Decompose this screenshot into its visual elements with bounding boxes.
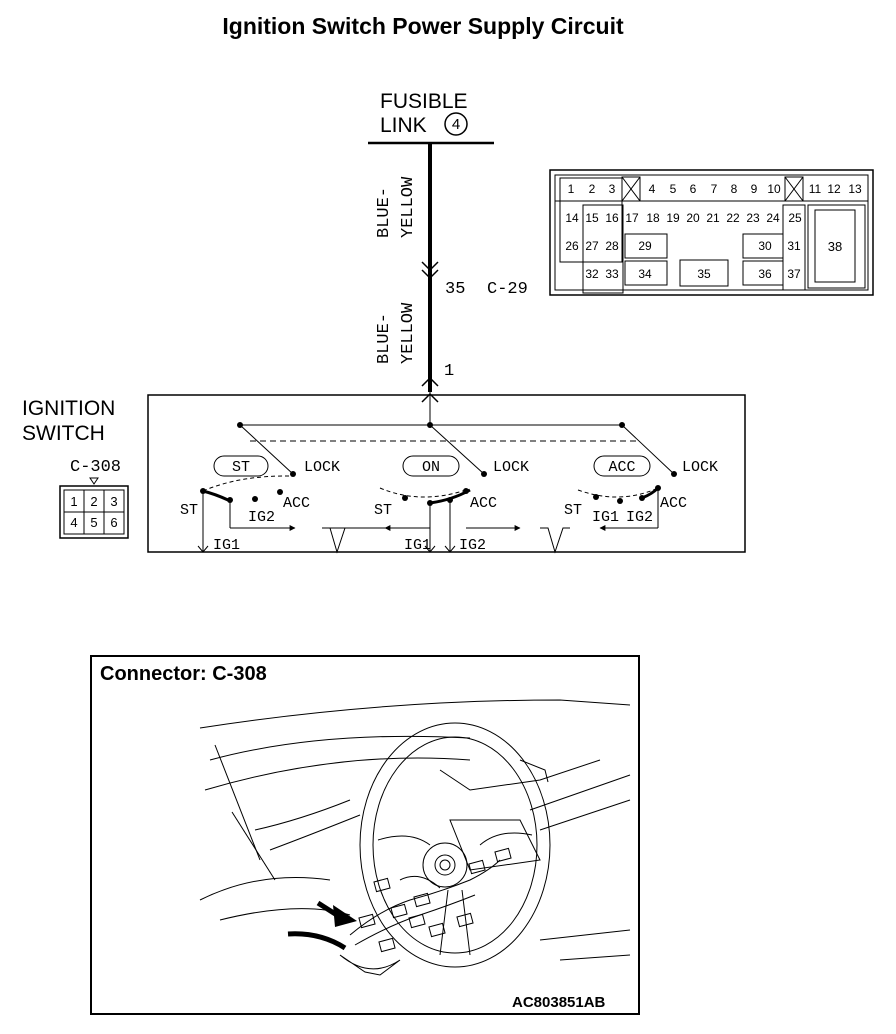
pin-number: 11 [809,182,822,196]
pin-number: 18 [646,211,660,225]
pin-number: 30 [758,239,772,253]
page-title: Ignition Switch Power Supply Circuit [222,13,624,39]
pin-number: 31 [787,239,801,253]
wire-color-lower: BLUE- [375,313,394,364]
pin-number: 15 [585,211,599,225]
svg-text:YELLOW: YELLOW [399,176,418,238]
pin-number: 7 [711,182,718,196]
pin-number: 36 [758,267,772,281]
pin-number: 33 [605,267,619,281]
pin-number: 1 [70,494,77,509]
svg-text:IG1: IG1 [404,537,431,554]
pin-number: 14 [565,211,579,225]
pin-number: 3 [609,182,616,196]
pin-number: 29 [638,239,652,253]
pin-number: 38 [828,239,842,254]
ignition-switch-box [147,394,746,553]
pin-number: 5 [90,515,97,530]
switch-position-acc: ACC LOCK ACC ST IG1 IG2 [564,424,718,531]
c308-connector-label: C-308 [70,458,121,477]
main-wire [421,143,439,428]
fusible-link-number: 4 [452,116,460,133]
c29-pin-label: 35 [445,280,465,299]
pin-number: 2 [90,494,97,509]
svg-text:ST: ST [564,502,582,519]
pin-number: 24 [766,211,780,225]
pin-number: 35 [697,267,711,281]
switch-position-on: ON LOCK ACC ST IG1 IG2 [330,424,529,554]
pin-number: 20 [686,211,700,225]
svg-text:IG2: IG2 [626,509,653,526]
c29-connector-face [549,169,874,296]
connector-location-panel: Connector: C-308 AC803851AB [90,655,640,1015]
ignition-switch-label-line1: IGNITION [22,397,115,420]
fusible-link-label-line2: LINK [380,114,427,137]
svg-text:ACC: ACC [608,459,635,476]
pin-number: 4 [649,182,656,196]
svg-text:ON: ON [422,459,440,476]
svg-text:ACC: ACC [283,495,310,512]
svg-text:LOCK: LOCK [682,459,718,476]
pin-number: 37 [787,267,801,281]
pin-number: 12 [827,182,841,196]
pin-number: 16 [605,211,619,225]
c29-blank-cavity [784,176,804,202]
svg-text:ACC: ACC [660,495,687,512]
svg-text:LOCK: LOCK [304,459,340,476]
switch-input-pin-label: 1 [444,362,454,381]
svg-text:ST: ST [232,459,250,476]
c308-location-arrow [287,900,357,951]
pin-number: 26 [565,239,579,253]
pin-number: 27 [585,239,599,253]
pin-number: 1 [568,182,575,196]
pin-number: 17 [625,211,639,225]
svg-text:IG1: IG1 [213,537,240,554]
fusible-link-number-circle [444,112,468,136]
switch-position-st: ST LOCK ACC ST IG2 IG1 [180,424,340,554]
fusible-link-label-line1: FUSIBLE [380,90,468,113]
svg-text:ACC: ACC [470,495,497,512]
pin-number: 23 [746,211,760,225]
pin-number: 21 [706,211,720,225]
svg-text:ST: ST [374,502,392,519]
switch-common-bus [237,422,640,442]
svg-text:IG2: IG2 [248,509,275,526]
dashboard-illustration [199,699,631,976]
c29-connector-label: C-29 [487,280,528,299]
svg-text:YELLOW: YELLOW [399,302,418,364]
pin-number: 3 [110,494,117,509]
figure-code: AC803851AB [512,994,606,1011]
pin-number: 8 [731,182,738,196]
svg-text:BLUE-: BLUE- [375,187,394,238]
ignition-switch-label-line2: SWITCH [22,422,105,445]
pin-number: 9 [751,182,758,196]
wire-color-upper: BLUE- [375,187,394,238]
pin-number: 28 [605,239,619,253]
pin-number: 6 [690,182,697,196]
svg-text:ST: ST [180,502,198,519]
switch-output-terminals [197,527,570,554]
svg-text:BLUE-: BLUE- [375,313,394,364]
pin-number: 2 [589,182,596,196]
svg-text:IG2: IG2 [459,537,486,554]
pin-number: 4 [70,515,77,530]
pin-number: 13 [848,182,862,196]
c308-connector-face [59,477,129,539]
connector-location-header: Connector: C-308 [100,663,267,685]
pin-number: 19 [666,211,680,225]
pin-number: 32 [585,267,599,281]
fusible-link: FUSIBLE LINK 4 [368,90,494,145]
pin-number: 34 [638,267,652,281]
pin-number: 5 [670,182,677,196]
pin-number: 22 [726,211,740,225]
pin-number: 6 [110,515,117,530]
svg-text:LOCK: LOCK [493,459,529,476]
svg-text:IG1: IG1 [592,509,619,526]
pin-number: 25 [788,211,802,225]
pin-number: 10 [767,182,781,196]
